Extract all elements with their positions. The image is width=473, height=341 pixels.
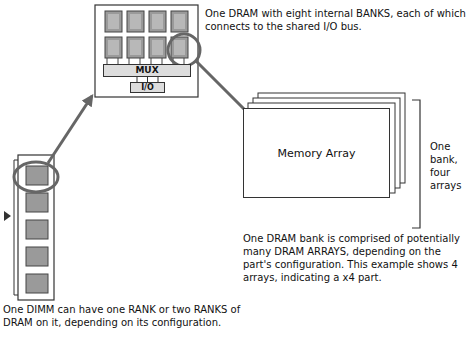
bank-block	[127, 37, 144, 58]
box-label: I/O	[141, 84, 154, 92]
box-label: Memory Array	[278, 148, 356, 159]
bank-block	[127, 11, 144, 32]
bank-block	[149, 11, 166, 32]
bank-face	[108, 40, 119, 55]
mux-box: MUX	[103, 64, 191, 77]
bank-face	[130, 40, 141, 55]
dimm-chip	[26, 220, 48, 239]
dimm-chips	[26, 166, 48, 293]
bank-face	[130, 14, 141, 29]
highlight-circle	[168, 34, 200, 66]
annotation-text: One DRAM bank is comprised of potentiall…	[243, 232, 471, 284]
bank-block	[149, 37, 166, 58]
dram-chip	[95, 5, 198, 97]
bank-block	[105, 37, 122, 58]
box-label: MUX	[135, 66, 158, 75]
memory-array-box: Memory Array	[243, 108, 390, 198]
annotation-text: One bank, four arrays	[430, 140, 472, 192]
annotation-text: One DRAM with eight internal BANKS, each…	[205, 7, 467, 33]
bank-face	[108, 14, 119, 29]
bank-block	[171, 37, 188, 58]
bank-face	[174, 40, 185, 55]
bank-face	[152, 40, 163, 55]
bank-face	[174, 14, 185, 29]
dimm-chip	[26, 166, 48, 185]
io-box: I/O	[130, 82, 165, 93]
bracket	[412, 100, 420, 228]
dimm-chip	[26, 247, 48, 266]
highlight-circle	[14, 162, 58, 192]
pointer-arrow	[4, 211, 11, 221]
bank-face	[152, 14, 163, 29]
zoom-arrow	[48, 96, 92, 163]
bank-block	[171, 11, 188, 32]
dimm-board	[18, 155, 54, 300]
dimm-chip	[26, 193, 48, 212]
dimm-chip	[26, 274, 48, 293]
annotation-text: One DIMM can have one RANK or two RANKS …	[3, 303, 253, 329]
bank-block	[105, 11, 122, 32]
